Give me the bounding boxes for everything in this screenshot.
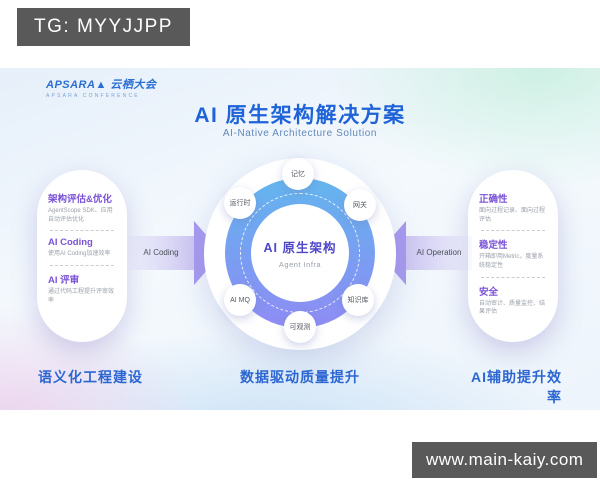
right-panel-item-desc: 开箱即用Metric，度量系统稳定性 (479, 254, 544, 270)
left-panel-item: 架构评估&优化 AgentScope SDK、应用自动评估优化 (48, 191, 116, 224)
right-panel-item: 安全 自动审计、质量监控、结果评估 (479, 284, 547, 317)
ring-node-gateway: 网关 (344, 189, 376, 221)
ring-node-runtime: 运行时 (224, 187, 256, 219)
slide-subtitle: AI-Native Architecture Solution (222, 128, 378, 139)
dashed-divider (481, 276, 545, 278)
ring-node-knowledge-base: 知识库 (342, 284, 374, 316)
site-watermark-badge: www.main-kaiy.com (412, 442, 598, 478)
center-diagram-core: AI 原生架构 Agent Infra (251, 204, 349, 302)
left-panel-item-desc: 通过代码工程提升评审效率 (48, 289, 115, 304)
ring-node-memory: 记忆 (282, 158, 314, 190)
ai-coding-arrow-label: AI Coding (143, 248, 179, 257)
dashed-divider (50, 265, 114, 267)
left-panel-item: AI 评审 通过代码工程提升评审效率 (48, 272, 116, 305)
left-panel-item-desc: 使用AI Coding加速效率 (48, 251, 111, 258)
right-panel-item: 稳定性 开箱即用Metric，度量系统稳定性 (479, 237, 547, 270)
slide-title: AI 原生架构解决方案 (194, 104, 406, 127)
right-panel-item-title: 安全 (479, 286, 499, 298)
core-subtitle: Agent Infra (278, 260, 322, 269)
slide-canvas: APSARA▲ 云栖大会 APSARA CONFERENCE AI 原生架构解决… (0, 68, 600, 410)
telegram-watermark-badge: TG: MYYJJPP (17, 8, 190, 46)
ai-operation-arrow (406, 236, 472, 270)
right-panel-item-title: 正确性 (479, 194, 508, 205)
logo-brand-text: APSARA▲ 云栖大会 (46, 79, 157, 91)
caption-semantic-engineering: 语义化工程建设 (38, 369, 143, 385)
caption-data-driven-quality: 数据驱动质量提升 (240, 369, 360, 385)
right-panel-item-title: 稳定性 (479, 240, 508, 252)
left-panel-item-title: AI Coding (48, 237, 93, 249)
ai-operation-arrow-label: AI Operation (416, 248, 462, 257)
ai-coding-arrow (128, 236, 194, 270)
caption-ai-assisted-efficiency: AI辅助提升效率 (471, 369, 562, 405)
left-panel-item-title: 架构评估&优化 (48, 194, 112, 205)
logo-tagline: APSARA CONFERENCE (46, 93, 140, 99)
apsara-conference-logo: APSARA▲ 云栖大会 APSARA CONFERENCE (46, 80, 156, 99)
left-panel-item-title: AI 评审 (48, 275, 80, 287)
dashed-divider (481, 230, 545, 232)
ring-node-ai-mq: AI MQ (224, 284, 256, 316)
right-panel-item: 正确性 面向过程记录、面向过程评估 (479, 191, 547, 224)
right-panel-item-desc: 面向过程记录、面向过程评估 (479, 208, 546, 223)
dashed-divider (50, 230, 114, 232)
left-panel-item-desc: AgentScope SDK、应用自动评估优化 (48, 208, 113, 223)
left-panel: 架构评估&优化 AgentScope SDK、应用自动评估优化 AI Codin… (37, 170, 127, 342)
left-panel-item: AI Coding 使用AI Coding加速效率 (48, 237, 116, 259)
core-title: AI 原生架构 (263, 241, 337, 255)
right-panel-item-desc: 自动审计、质量监控、结果评估 (479, 300, 546, 316)
ring-node-observability: 可观测 (284, 311, 316, 343)
right-panel: 正确性 面向过程记录、面向过程评估 稳定性 开箱即用Metric，度量系统稳定性… (468, 170, 558, 342)
